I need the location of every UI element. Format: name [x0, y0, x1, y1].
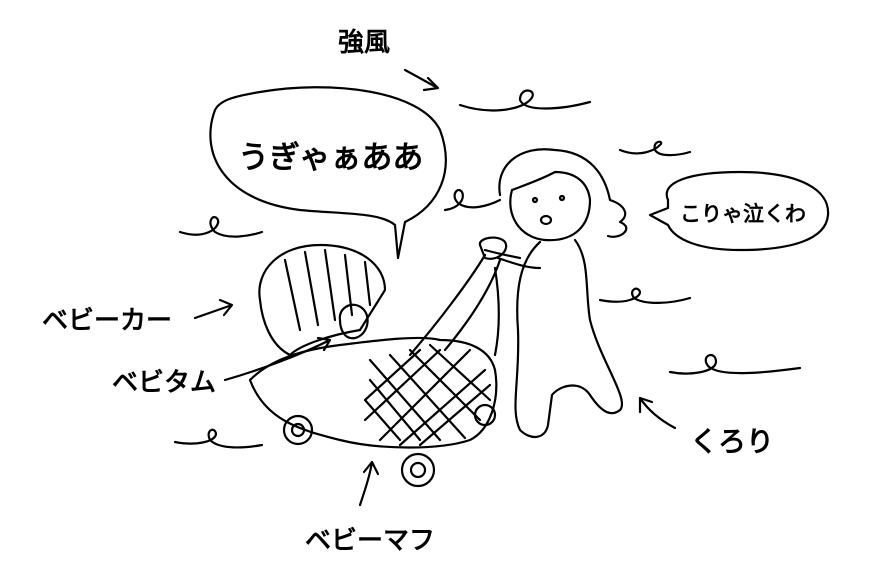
wind-swirl — [668, 353, 802, 375]
stroller-wheel — [473, 403, 497, 427]
stroller-handle — [408, 253, 502, 357]
wind-label: 強風 — [338, 28, 391, 58]
mother-eye — [558, 194, 566, 202]
stroller-wheel — [290, 422, 306, 438]
wind-swirl — [443, 188, 502, 212]
stroller-wheel — [409, 461, 427, 479]
wind-swirl — [598, 287, 692, 304]
stroller-canopy — [258, 243, 387, 357]
wind-swirl — [618, 140, 692, 157]
wind-swirl — [458, 89, 592, 112]
arrow-icon — [358, 460, 380, 507]
baby-muff-label: ベビーマフ — [305, 526, 436, 556]
stroller-canopy-hatching — [283, 248, 372, 332]
mother-face — [509, 170, 592, 242]
mother-hair — [498, 148, 628, 238]
stroller-wheel — [282, 414, 314, 446]
baby-muff-hatching — [363, 343, 492, 447]
mother-eye — [531, 196, 539, 204]
arrow-icon — [403, 68, 440, 92]
baby-cry-text: うぎゃぁああ — [238, 140, 424, 176]
wind-swirl — [173, 428, 264, 449]
wind-swirl — [178, 215, 264, 238]
mother-arm — [483, 248, 542, 270]
stroller-wheel — [400, 452, 436, 488]
arrow-icon — [638, 396, 677, 430]
kurori-label: くろり — [690, 425, 775, 458]
mother-speech-text: こりゃ泣くわ — [680, 202, 806, 226]
mother-hand — [478, 236, 508, 260]
arrow-icon — [193, 298, 234, 320]
baby-face — [338, 303, 369, 340]
mother-speech-bubble — [648, 170, 830, 252]
stroller-body — [248, 336, 498, 449]
mother-mouth — [539, 214, 553, 226]
bebitam-label: ベビタム — [112, 368, 217, 398]
mother-body — [514, 238, 623, 438]
baby-speech-bubble — [209, 86, 447, 260]
stroller-label: ベビーカー — [42, 306, 173, 336]
